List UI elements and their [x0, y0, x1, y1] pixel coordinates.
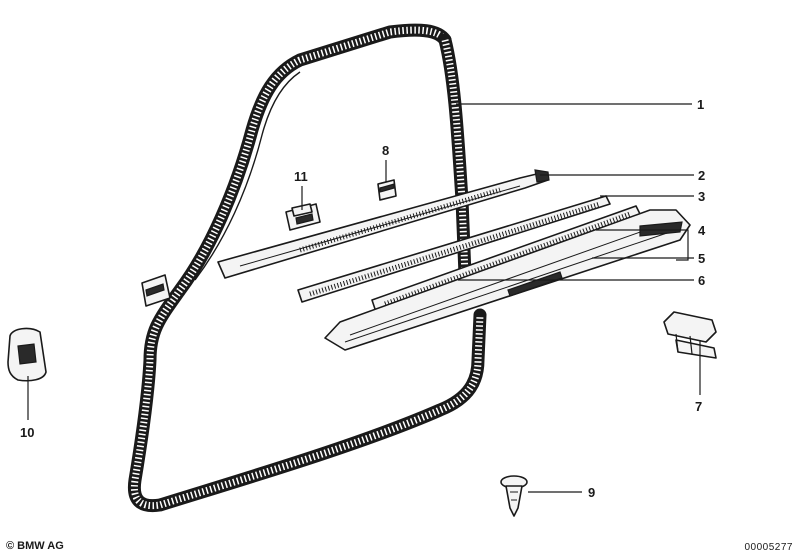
- leader-lines: [27, 103, 701, 493]
- clip-part-7[interactable]: [663, 311, 717, 359]
- callout-4: 4: [698, 223, 706, 238]
- callout-11: 11: [294, 169, 308, 184]
- leader-4: [596, 229, 689, 261]
- door-seal-part-1[interactable]: [127, 23, 487, 513]
- callout-9: 9: [588, 485, 595, 500]
- callout-2: 2: [698, 168, 705, 183]
- callout-10: 10: [20, 425, 34, 440]
- push-pin-part-9[interactable]: [500, 475, 528, 517]
- callout-3: 3: [698, 189, 705, 204]
- inner-strip-part-3[interactable]: [297, 195, 611, 303]
- diagram-number: 00005277: [744, 542, 793, 553]
- callout-labels: 1 2 3 4 5 6 7 8 9 10 11: [20, 97, 706, 500]
- window-channel-part-2[interactable]: [217, 169, 550, 279]
- callout-5: 5: [698, 251, 705, 266]
- clip-part-8[interactable]: [377, 179, 397, 201]
- callout-8: 8: [382, 143, 389, 158]
- callout-7: 7: [695, 399, 702, 414]
- copyright-text: © BMW AG: [6, 540, 64, 552]
- callout-6: 6: [698, 273, 705, 288]
- grommet-part-10[interactable]: [7, 327, 47, 382]
- clip-part-11[interactable]: [285, 203, 321, 231]
- callout-1: 1: [697, 97, 704, 112]
